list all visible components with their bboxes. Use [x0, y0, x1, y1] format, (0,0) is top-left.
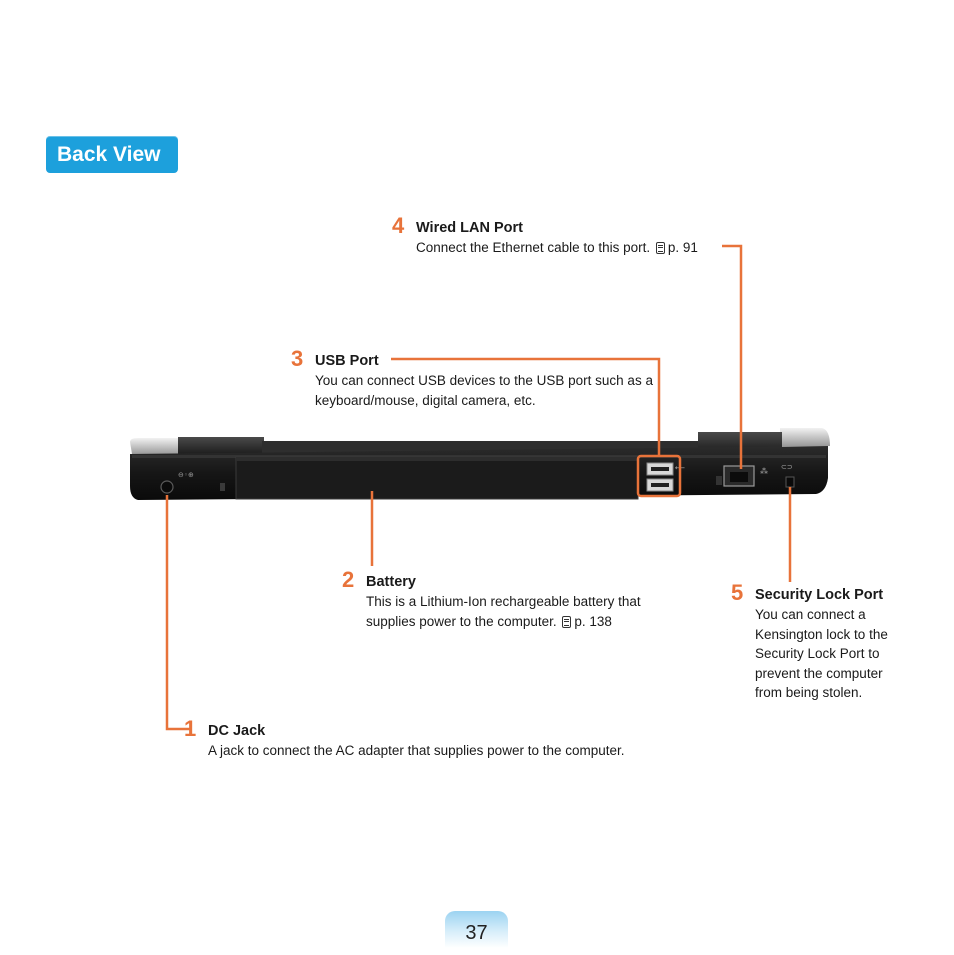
lid-edge-right [780, 428, 830, 446]
page-reference: p. 138 [574, 613, 612, 629]
page-reference: p. 91 [667, 240, 698, 255]
callout-title: Battery [366, 574, 416, 590]
section-title: Back View [46, 136, 178, 173]
svg-text:⊂⊃: ⊂⊃ [781, 463, 793, 471]
callout-wired-lan-port: 4 Wired LAN Port Connect the Ethernet ca… [392, 215, 746, 258]
callout-desc: You can connect USB devices to the USB p… [315, 373, 653, 408]
page-reference-icon [562, 615, 572, 628]
leader-usb [391, 357, 661, 456]
callout-dc-jack: 1 DC Jack A jack to connect the AC adapt… [184, 718, 678, 761]
callout-battery: 2 Battery This is a Lithium-Ion recharge… [342, 569, 676, 631]
callout-title: USB Port [315, 353, 379, 369]
callout-title: DC Jack [208, 723, 266, 739]
callout-title: Wired LAN Port [416, 220, 524, 236]
lid-edge-left [130, 438, 178, 454]
callout-desc: This is a Lithium-Ion rechargeable batte… [366, 594, 641, 629]
callout-usb-port: 3 USB Port You can connect USB devices t… [291, 348, 655, 410]
callout-title: Security Lock Port [755, 587, 884, 603]
svg-text:⁂: ⁂ [760, 466, 768, 476]
leader-dc-jack [165, 495, 191, 731]
page-number: 37 [445, 911, 508, 948]
callout-desc: A jack to connect the AC adapter that su… [208, 743, 625, 758]
callout-desc: You can connect a Kensington lock to the… [755, 607, 888, 700]
security-lock-slot [785, 476, 795, 488]
svg-text:⊖◦⊕: ⊖◦⊕ [178, 471, 194, 479]
battery-pack [235, 456, 639, 500]
callout-number: 5 [731, 580, 744, 605]
leader-lan [722, 244, 743, 469]
callout-number: 3 [291, 346, 304, 371]
callout-desc: Connect the Ethernet cable to this port.… [416, 240, 698, 255]
callout-number: 1 [184, 716, 197, 741]
callout-security-lock-port: 5 Security Lock Port You can connect a K… [731, 582, 905, 703]
callout-number: 2 [342, 567, 355, 592]
page-reference-icon [655, 242, 665, 254]
hinge-left [178, 437, 264, 457]
dc-jack-port [160, 480, 174, 494]
callout-number: 4 [392, 213, 405, 238]
